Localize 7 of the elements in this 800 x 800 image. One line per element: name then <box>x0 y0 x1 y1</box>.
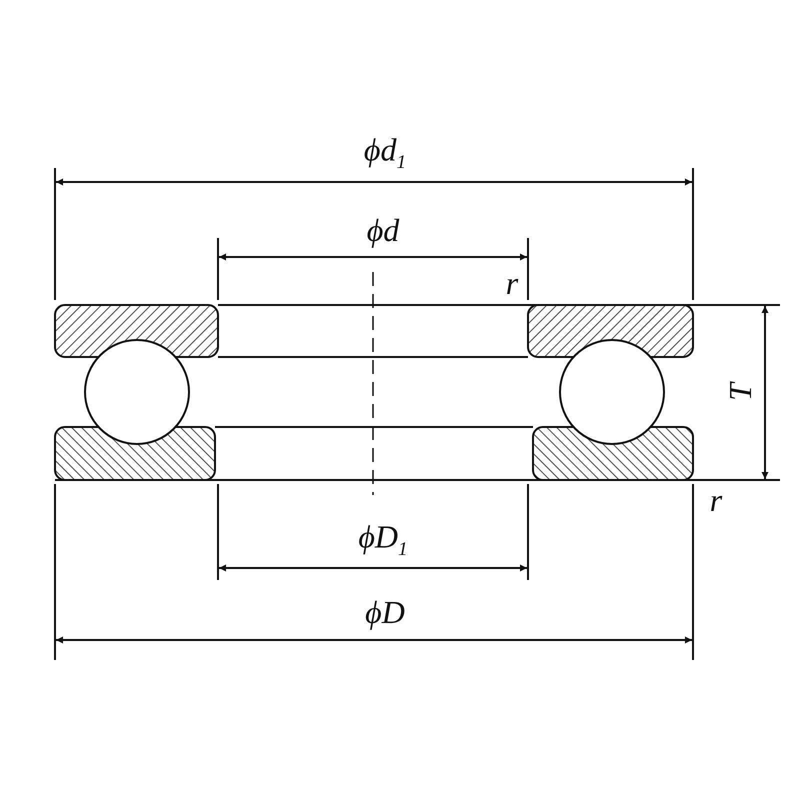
dimension-label: r <box>710 484 722 516</box>
dimension-label: ϕD$_{1}$ <box>358 520 408 560</box>
dimension-label: ϕD <box>365 596 405 628</box>
dimension-label: T <box>724 383 756 401</box>
dimension-label: ϕd$_{1}$ <box>364 134 406 172</box>
dimension-label: r <box>506 267 518 299</box>
dimension-label: ϕd <box>366 214 400 246</box>
